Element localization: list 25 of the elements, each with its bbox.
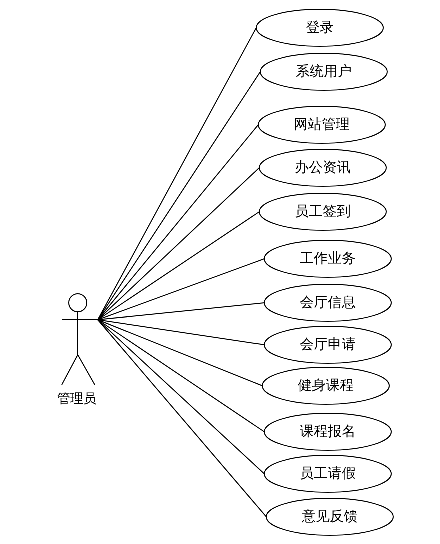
use-case-label: 意见反馈: [301, 508, 359, 526]
association-line: [98, 320, 265, 346]
association-line: [98, 320, 263, 386]
use-case-label: 会厅申请: [299, 336, 357, 354]
association-line: [98, 320, 265, 432]
association-line: [98, 320, 267, 518]
association-line: [98, 168, 260, 320]
association-line: [98, 320, 265, 474]
actor-label: 管理员: [56, 391, 98, 408]
use-case-label: 网站管理: [293, 116, 351, 134]
use-case-label: 课程报名: [299, 423, 357, 441]
association-line: [98, 258, 265, 320]
use-case-label: 登录: [305, 19, 335, 37]
use-case-label: 办公资讯: [294, 159, 352, 177]
use-case-label: 员工请假: [299, 465, 357, 483]
use-case-label: 健身课程: [297, 377, 355, 395]
association-line: [98, 302, 265, 320]
association-line: [98, 212, 260, 320]
use-case-label: 会厅信息: [299, 294, 357, 312]
association-line: [98, 124, 259, 320]
association-line: [98, 72, 261, 320]
use-case-label: 工作业务: [299, 250, 357, 268]
use-case-label: 系统用户: [295, 63, 353, 81]
use-case-label: 员工签到: [294, 203, 352, 221]
association-line: [98, 28, 257, 320]
